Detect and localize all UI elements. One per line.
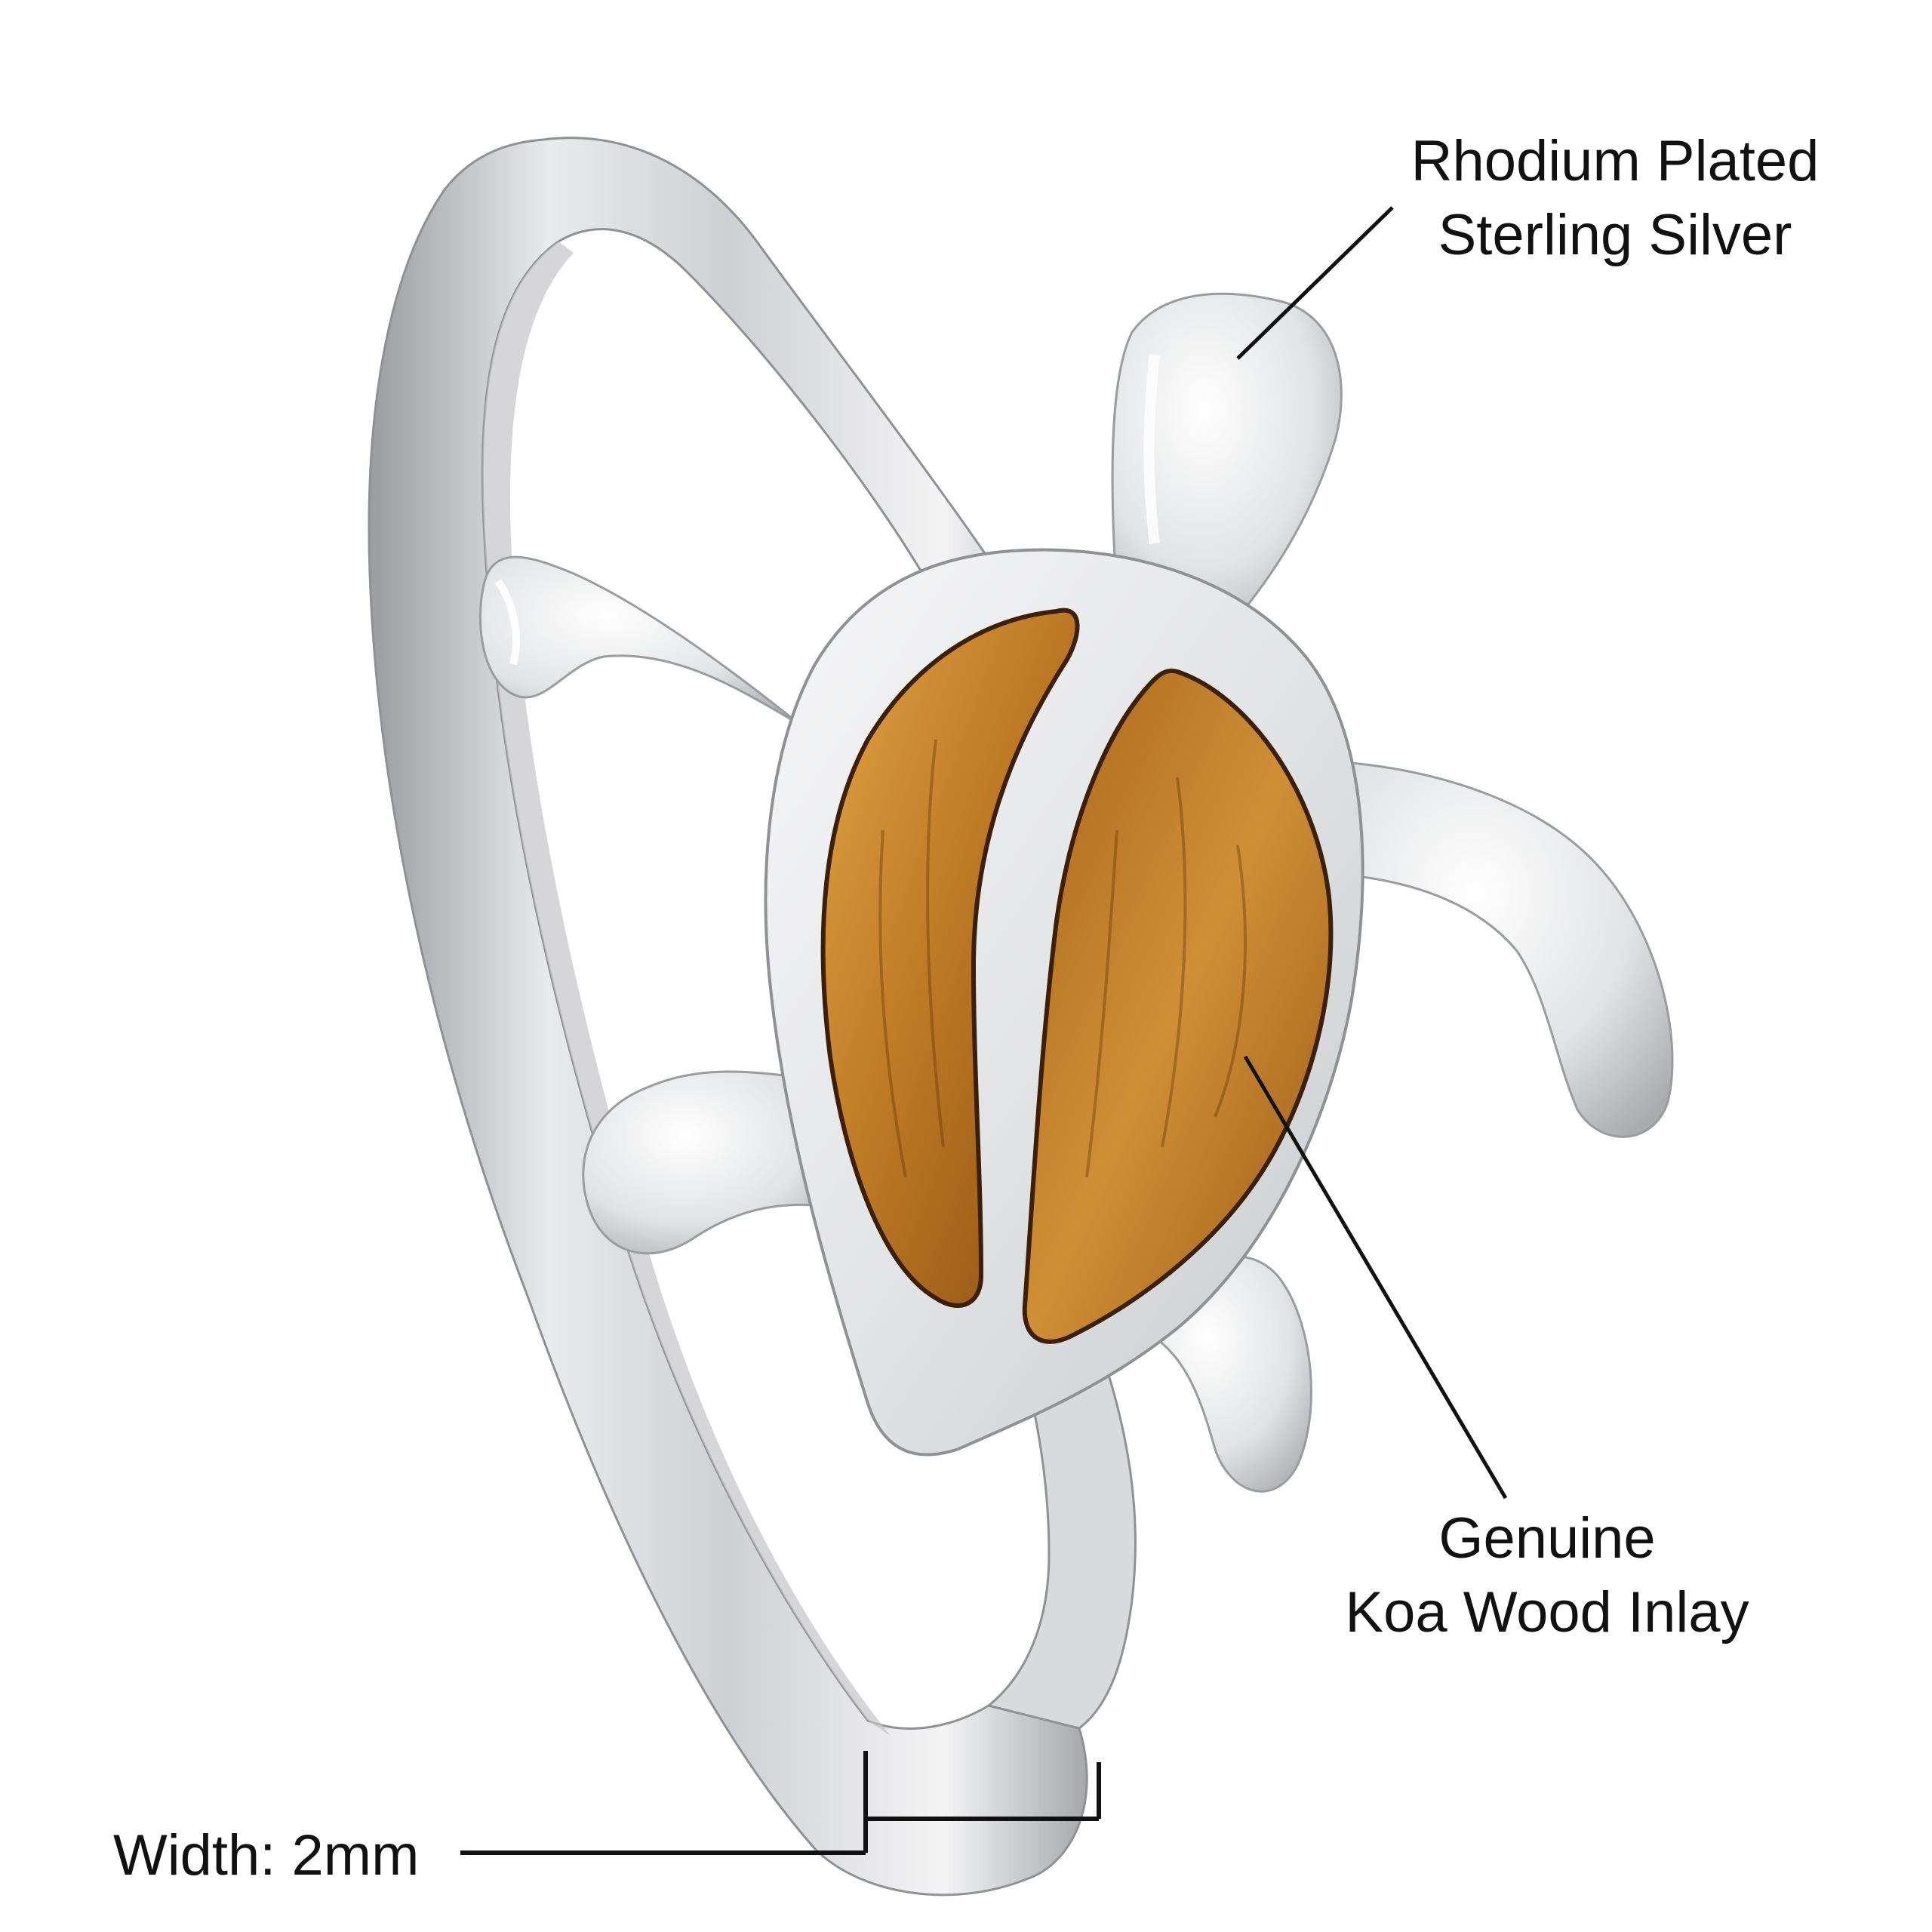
label-rhodium-line2: Sterling Silver: [1438, 203, 1792, 267]
leader-line-rhodium: [1236, 206, 1394, 360]
label-koa-inlay: Genuine Koa Wood Inlay: [1298, 1502, 1796, 1650]
turtle-flipper-front-left: [478, 555, 801, 726]
silver-highlight-head: [1143, 354, 1160, 544]
koa-inlay-right: [1022, 668, 1334, 1344]
label-width: Width: 2mm: [113, 1823, 420, 1887]
koa-grain: [878, 739, 1247, 1178]
label-koa-line2: Koa Wood Inlay: [1345, 1580, 1749, 1644]
silver-highlight: [494, 579, 520, 666]
label-rhodium-plated: Rhodium Plated Sterling Silver: [1374, 125, 1857, 272]
label-koa-line1: Genuine: [1438, 1506, 1656, 1571]
turtle-flipper-back-left: [582, 1070, 839, 1255]
label-rhodium-line1: Rhodium Plated: [1411, 129, 1820, 193]
turtle-flipper-front-right: [1342, 761, 1674, 1138]
leader-line-koa: [1243, 1055, 1508, 1500]
ring-band: [368, 137, 1088, 1897]
turtle-head: [1111, 292, 1343, 628]
ring-band-shadow: [482, 242, 891, 1736]
koa-inlay-left: [820, 608, 1080, 1308]
